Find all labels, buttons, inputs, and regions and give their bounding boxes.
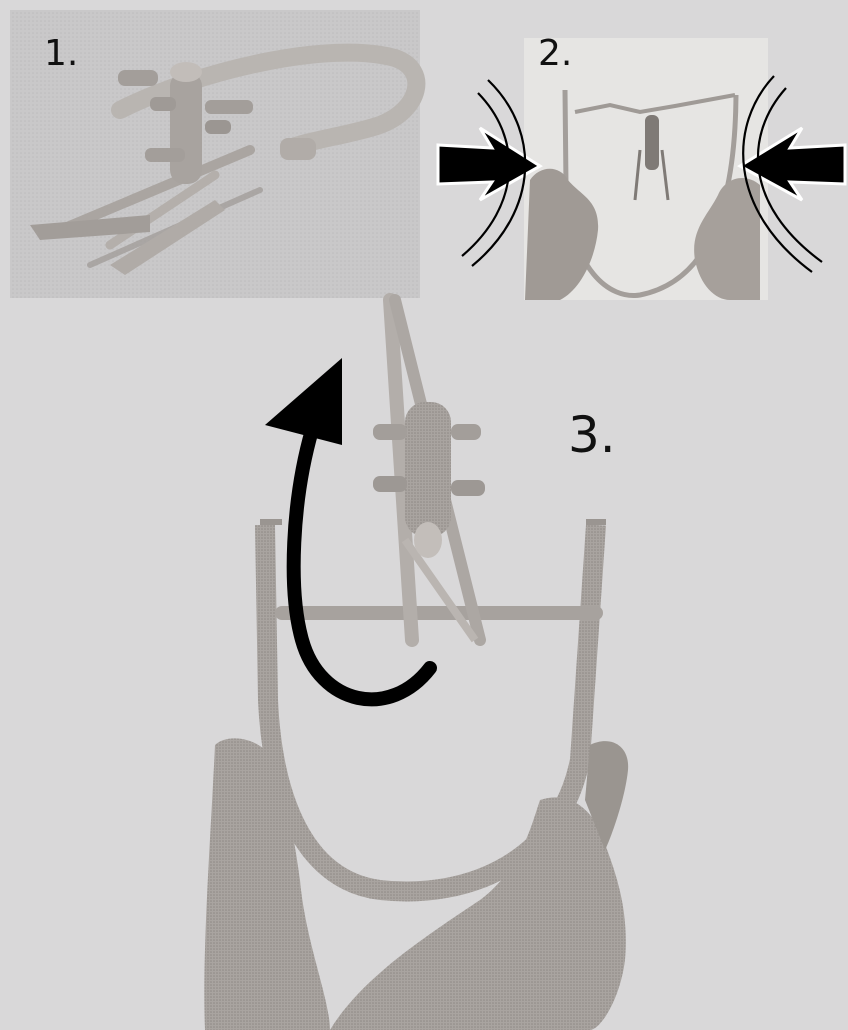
step3-label: 3.	[568, 410, 616, 460]
step1-label: 1.	[44, 36, 78, 72]
step2-photo	[438, 38, 845, 300]
step3-photo	[204, 300, 628, 1030]
step2-label: 2.	[538, 36, 572, 72]
